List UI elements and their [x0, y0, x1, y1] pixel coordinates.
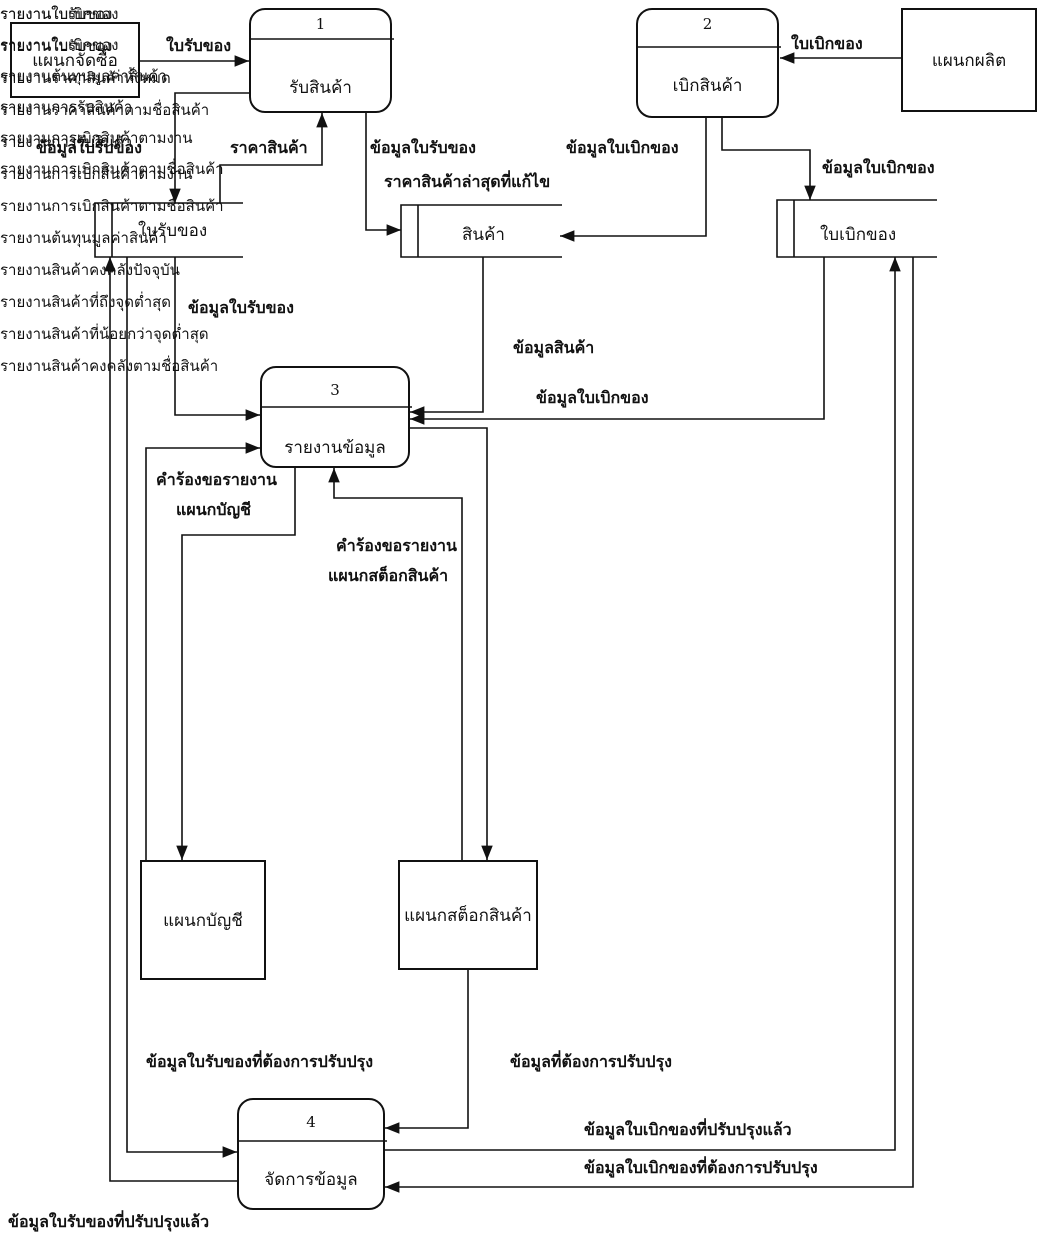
process-1-number: 1 — [315, 15, 326, 33]
flow-requisition-data-center: ข้อมูลใบเบิกของ — [566, 138, 679, 157]
store-receipt-shape — [94, 202, 243, 258]
store-product-shape — [400, 204, 562, 258]
entity-stock-label: แผนกสต็อกสินค้า — [404, 905, 532, 926]
flow-acct-request-1: คำร้องขอรายงาน — [156, 470, 277, 489]
entity-purchasing: แผนกจัดซื้อ — [10, 22, 140, 98]
flow-receipt-update-request: ข้อมูลใบรับของที่ต้องการปรับปรุง — [146, 1052, 374, 1071]
process-2-number: 2 — [702, 15, 713, 33]
stock-report-item: รายงานราคาสินค้าตามชื่อสินค้า — [0, 101, 210, 119]
flow-product-price: ราคาสินค้า — [230, 138, 308, 157]
stock-report-item: รายงานสินค้าที่น้อยกว่าจุดต่ำสุด — [0, 325, 209, 343]
flow-requisition-update-request: ข้อมูลใบเบิกของที่ต้องการปรับปรุง — [584, 1158, 818, 1177]
process-4-number: 4 — [306, 1113, 316, 1131]
flow-latest-price-edit: ราคาสินค้าล่าสุดที่แก้ไข — [384, 172, 551, 191]
process-3-name: รายงานข้อมูล — [284, 438, 386, 458]
stock-report-item: รายงานการเบิกสินค้าตามชื่อสินค้า — [0, 197, 224, 215]
stock-report-item: รายงานต้นทุนมูลค่าสินค้า — [0, 229, 167, 247]
stock-report-item: รายงานสินค้าคงคลังปัจจุบัน — [0, 261, 180, 279]
flow-acct-request-2: แผนกบัญชี — [176, 500, 251, 519]
process-4: 4 จัดการข้อมูล — [237, 1098, 387, 1210]
process-2: 2 เบิกสินค้า — [636, 8, 781, 118]
process-1: 1 รับสินค้า — [249, 8, 394, 113]
flow-product-data: ข้อมูลสินค้า — [513, 338, 595, 357]
entity-production-label: แผนกผลิต — [931, 50, 1007, 71]
flow-stock-request-2: แผนกสต็อกสินค้า — [328, 566, 449, 585]
flow-requisition-data-right: ข้อมูลใบเบิกของ — [822, 158, 935, 177]
process-1-name: รับสินค้า — [289, 78, 352, 98]
flow-requisition-data-to-report: ข้อมูลใบเบิกของ — [536, 388, 649, 407]
entity-accounting: แผนกบัญชี — [140, 860, 266, 980]
flow-receipt-data-to-report: ข้อมูลใบรับของ — [188, 298, 294, 317]
flow-receipt-doc: ใบรับของ — [166, 36, 232, 55]
flow-requisition-doc: ใบเบิกของ — [791, 34, 863, 53]
stock-report-item: รายงานราคาสินค้าทั้งหมด — [0, 69, 171, 87]
stock-report-item: รายงานการรับสินค้า — [0, 133, 133, 151]
stock-report-item: รายงานใบเบิกของ — [0, 5, 119, 23]
process-3: 3 รายงานข้อมูล — [260, 366, 412, 468]
process-2-name: เบิกสินค้า — [672, 76, 743, 96]
accounting-report-item: รายงานการเบิกสินค้าตามชื่อสินค้า — [0, 160, 224, 178]
process-4-name: จัดการข้อมูล — [264, 1170, 358, 1190]
accounting-report-item: รายงานการเบิกสินค้าตามงาน — [0, 129, 193, 147]
store-requisition-shape — [776, 199, 937, 258]
process-3-number: 3 — [330, 381, 340, 399]
flow-receipt-updated: ข้อมูลใบรับของที่ปรับปรุงแล้ว — [8, 1212, 210, 1231]
store-product-label: สินค้า — [462, 225, 505, 245]
accounting-report-item: รายงานใบรับของ — [0, 5, 113, 23]
stock-report-item: รายงานสินค้าคงคลังตามชื่อสินค้า — [0, 357, 219, 375]
stock-report-item: รายงานการเบิกสินค้าตามงาน — [0, 165, 193, 183]
stock-report-item: รายงานใบรับของ — [0, 37, 113, 55]
accounting-report-item: รายงานใบเบิกของ — [0, 36, 119, 54]
stock-report-item: รายงานสินค้าที่ถึงจุดต่ำสุด — [0, 293, 172, 311]
entity-purchasing-label: แผนกจัดซื้อ — [32, 50, 118, 71]
entity-accounting-label: แผนกบัญชี — [163, 910, 243, 931]
store-requisition-label: ใบเบิกของ — [820, 225, 897, 245]
flow-receipt-data-left: ข้อมูลใบรับของ — [36, 138, 142, 157]
flow-requisition-updated: ข้อมูลใบเบิกของที่ปรับปรุงแล้ว — [584, 1120, 792, 1139]
store-receipt-label: ใบรับของ — [138, 221, 208, 241]
flow-stock-request-1: คำร้องขอรายงาน — [336, 536, 457, 555]
entity-production: แผนกผลิต — [901, 8, 1037, 112]
flow-data-update-request: ข้อมูลที่ต้องการปรับปรุง — [510, 1052, 672, 1071]
entity-stock: แผนกสต็อกสินค้า — [398, 860, 538, 970]
accounting-report-item: รายงานการรับสินค้า — [0, 98, 133, 116]
accounting-report-item: รายงานต้นทุนมูลค่าสินค้า — [0, 67, 167, 85]
flow-receipt-data-center: ข้อมูลใบรับของ — [370, 138, 476, 157]
